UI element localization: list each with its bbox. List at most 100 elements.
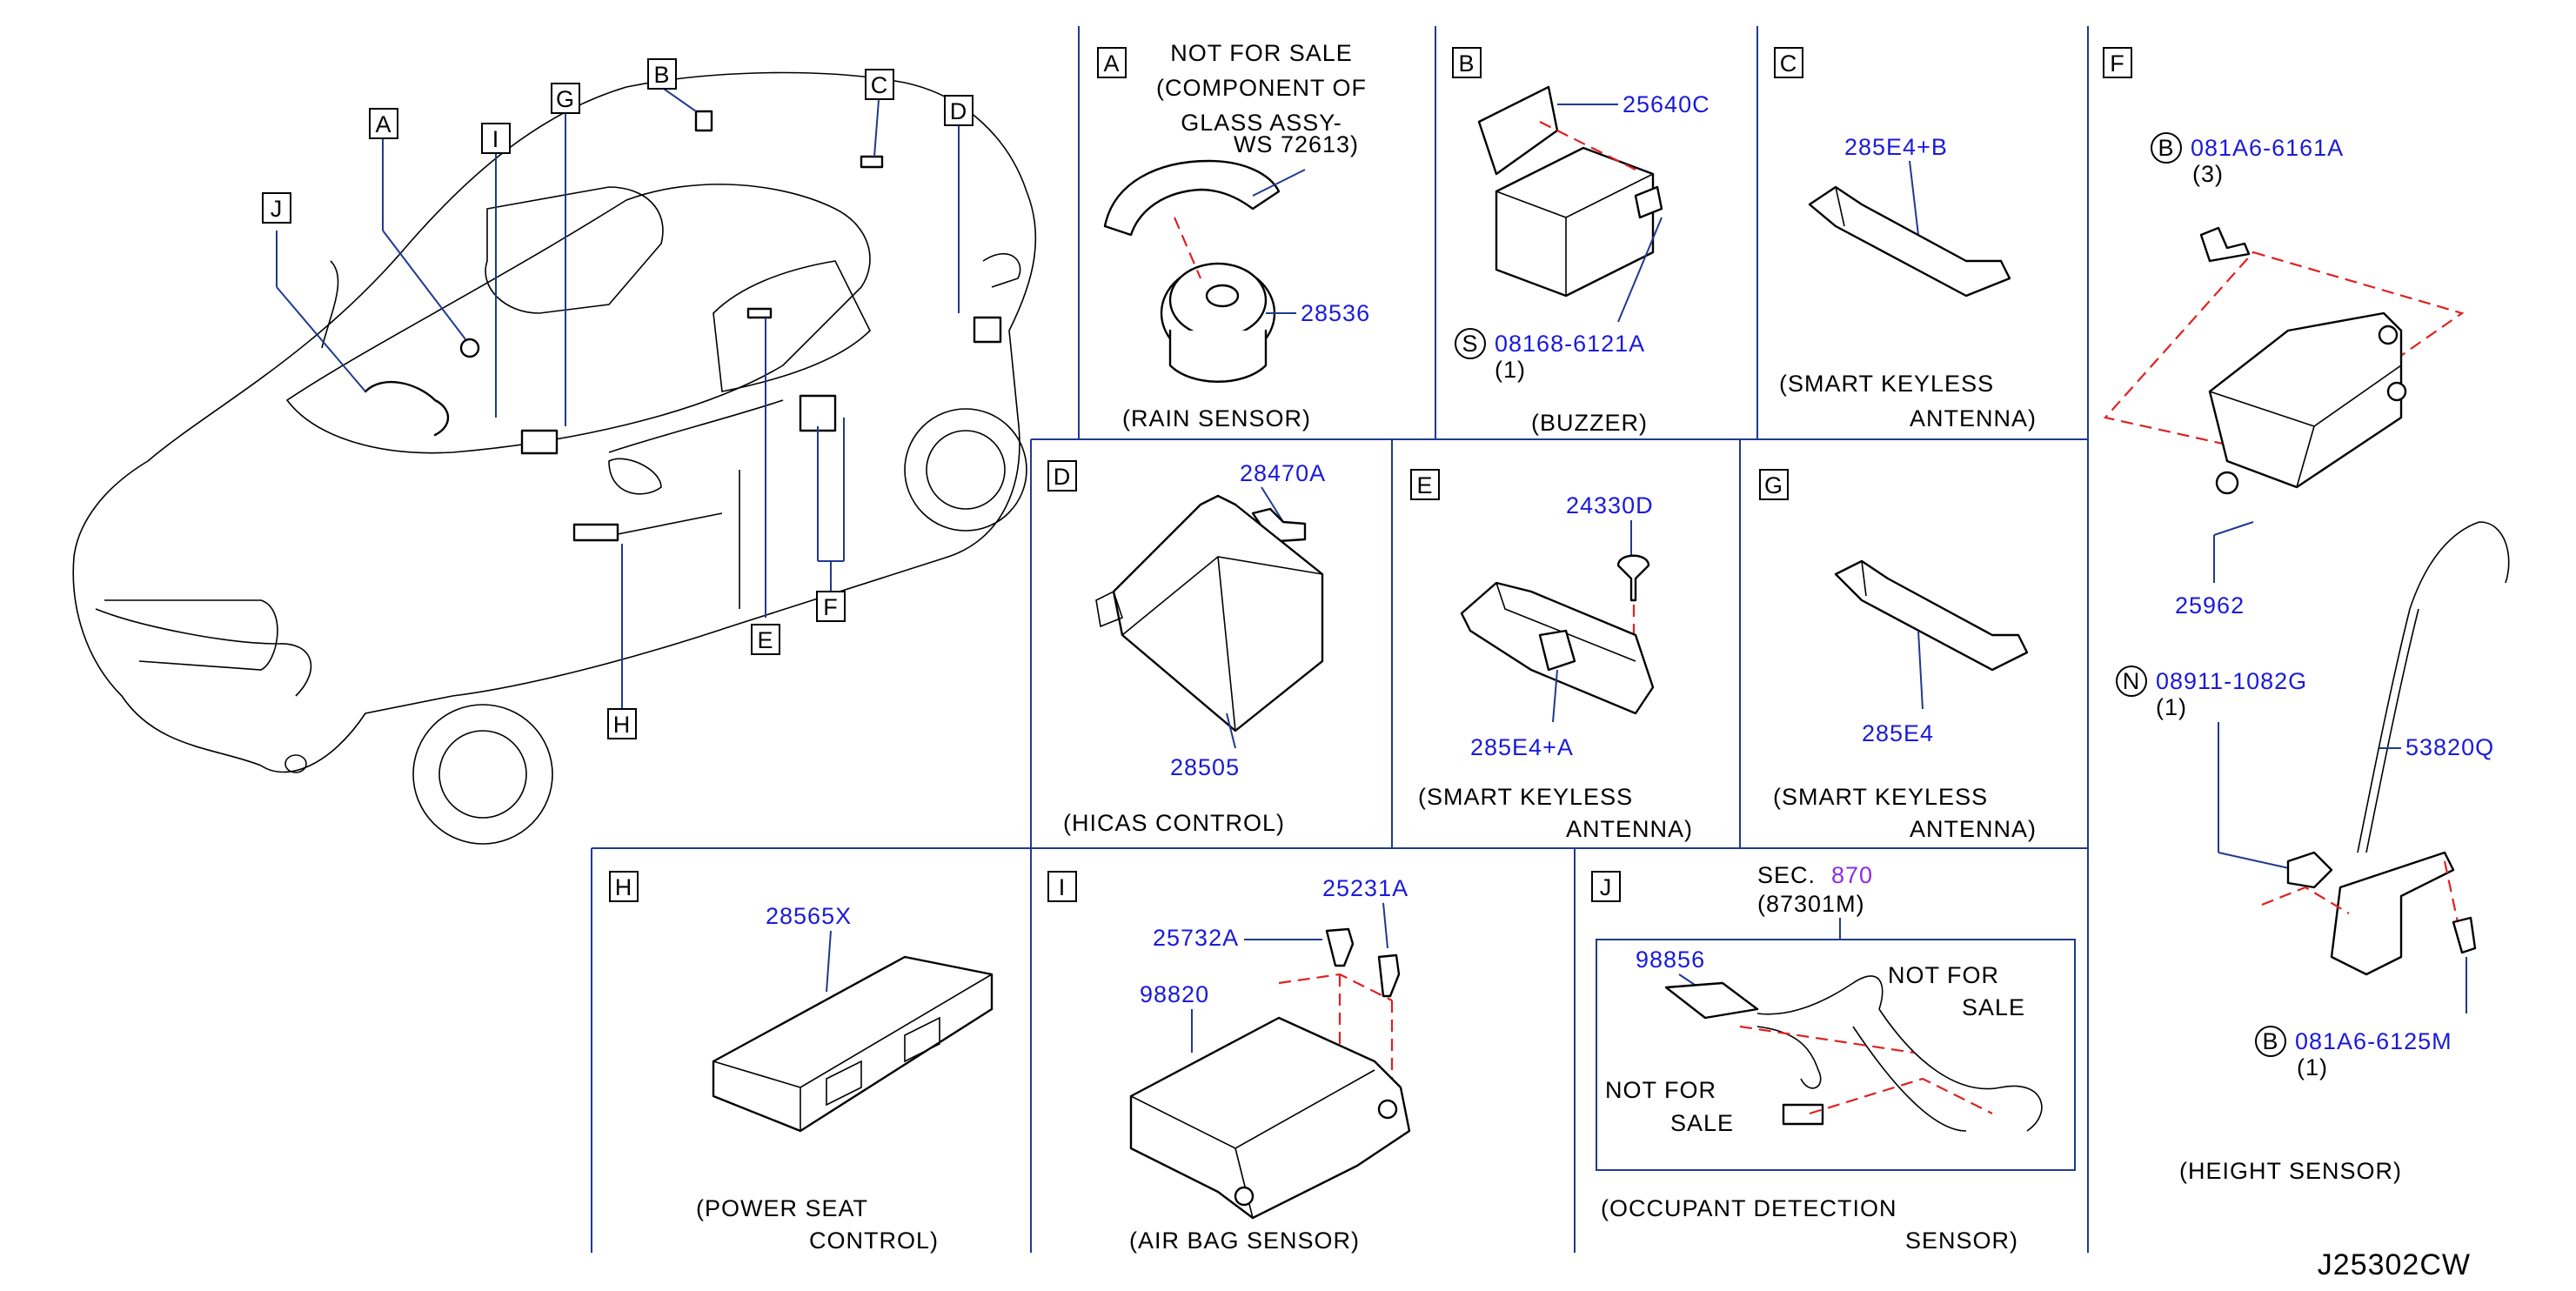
panel-j-title-1: (OCCUPANT DETECTION	[1601, 1195, 1897, 1221]
panel-f-letter: F	[2110, 50, 2125, 77]
part-number-98856: 98856	[1636, 947, 1705, 973]
svg-text:N: N	[2123, 668, 2141, 694]
svg-text:C: C	[871, 72, 889, 98]
vehicle-overview-illustration	[72, 71, 1037, 845]
airbag-bolt-2	[1377, 953, 1401, 998]
height-bolt-bottom	[2452, 916, 2477, 954]
qty-08911-1082g: (1)	[2156, 694, 2187, 720]
panel-j-title-2: SENSOR)	[1905, 1227, 2018, 1254]
panel-e-letter-box	[1410, 469, 1440, 500]
panel-b-letter-box	[1452, 47, 1482, 78]
part-number-08168-6121a: 08168-6121A	[1495, 331, 1645, 357]
panel-a-rain-sensor: A NOT FOR SALE (COMPONENT OF GLASS ASSY-…	[1097, 40, 1370, 431]
callout-H: H	[607, 708, 637, 739]
callout-J: J	[262, 192, 291, 224]
svg-text:H: H	[613, 712, 632, 738]
panel-e-title-1: (SMART KEYLESS	[1418, 784, 1633, 810]
panel-f-title: (HEIGHT SENSOR)	[2179, 1158, 2402, 1184]
panel-i-letter: I	[1059, 874, 1067, 900]
part-number-28565x: 28565X	[766, 903, 852, 929]
panel-b-letter: B	[1458, 50, 1475, 77]
svg-text:G: G	[556, 86, 575, 112]
part-number-081a6-6161a: 081A6-6161A	[2191, 135, 2344, 161]
part-number-53820q: 53820Q	[2405, 734, 2494, 760]
section-sub-87301m: (87301M)	[1757, 891, 1865, 917]
height-sensor-link	[2330, 851, 2455, 976]
panel-d-letter-box	[1047, 460, 1077, 492]
qty-081a6-6161a: (3)	[2192, 161, 2224, 187]
panel-h-title-1: (POWER SEAT	[696, 1195, 868, 1221]
callout-E: E	[751, 624, 780, 655]
not-for-sale-1: NOT FOR	[1888, 962, 1999, 988]
part-number-285e4a: 285E4+A	[1470, 734, 1574, 760]
panel-b-buzzer: B 25640C S 08168-6121A (1) (BUZZER)	[1452, 47, 1710, 436]
buzzer-body	[1495, 146, 1655, 298]
occupant-sensor-frame	[1596, 939, 2076, 1171]
svg-text:B: B	[2158, 135, 2174, 161]
callout-C: C	[865, 69, 894, 100]
part-number-24330d: 24330D	[1566, 492, 1654, 518]
svg-text:A: A	[375, 111, 391, 137]
panel-a-note-line-4: WS 72613)	[1234, 131, 1359, 157]
panel-g-letter-box	[1759, 469, 1789, 500]
panel-j-occupant-detection-sensor: J SEC. 870 (87301M) 98856 NOT FOR SALE N…	[1591, 862, 2076, 1254]
symbol-b-top	[2151, 132, 2182, 164]
panel-e-title-2: ANTENNA)	[1566, 816, 1693, 842]
part-number-25640c: 25640C	[1623, 91, 1710, 117]
symbol-b-bottom	[2255, 1026, 2286, 1057]
svg-text:B: B	[653, 62, 670, 88]
diagram-id: J25302CW	[2318, 1248, 2471, 1281]
part-number-28505: 28505	[1170, 754, 1240, 780]
occupant-sensor-pad	[1664, 981, 1759, 1020]
callout-B: B	[647, 58, 677, 90]
symbol-s	[1455, 328, 1486, 359]
part-number-285e4: 285E4	[1862, 720, 1934, 746]
buzzer-bracket	[1477, 85, 1559, 176]
panel-g-smart-keyless-antenna: G 285E4 (SMART KEYLESS ANTENNA)	[1759, 469, 2037, 842]
panel-g-title-2: ANTENNA)	[1910, 816, 2037, 842]
svg-text:D: D	[950, 98, 968, 124]
panel-a-note-line-1: NOT FOR SALE	[1170, 40, 1353, 66]
panel-a-letter-box	[1097, 47, 1127, 78]
qty-081a6-6125m: (1)	[2297, 1054, 2328, 1080]
panel-h-title-2: CONTROL)	[809, 1227, 939, 1254]
symbol-n	[2116, 666, 2147, 697]
panel-c-letter: C	[1780, 50, 1798, 77]
overview-leader-lines	[276, 86, 960, 709]
svg-text:E: E	[757, 627, 773, 653]
panel-c-smart-keyless-antenna: C 285E4+B (SMART KEYLESS ANTENNA)	[1774, 47, 2037, 431]
not-for-sale-2: NOT FOR	[1605, 1077, 1716, 1103]
panel-h-power-seat-control: H 28565X (POWER SEAT CONTROL)	[609, 871, 994, 1254]
panel-h-letter: H	[615, 874, 633, 900]
airbag-bolt-1	[1325, 927, 1355, 967]
power-seat-control-unit	[712, 955, 994, 1133]
svg-text:B: B	[2262, 1028, 2278, 1054]
section-number-870: 870	[1831, 862, 1873, 888]
panel-e-smart-keyless-antenna: E 24330D 285E4+A (SMART KEYLESS ANTENNA)	[1410, 469, 1693, 842]
part-number-28536: 28536	[1301, 300, 1370, 326]
panel-i-title: (AIR BAG SENSOR)	[1129, 1227, 1360, 1254]
part-number-25962: 25962	[2175, 592, 2245, 619]
panel-a-note-line-2: (COMPONENT OF	[1156, 75, 1367, 101]
panel-dividers	[591, 26, 2089, 1253]
callout-F: F	[816, 591, 846, 622]
height-control-unit	[2208, 311, 2403, 489]
qty-08168-6121a: (1)	[1495, 357, 1526, 383]
height-bolt-top	[2199, 226, 2251, 263]
panel-c-title-2: ANTENNA)	[1910, 405, 2037, 431]
panel-j-letter-box	[1591, 871, 1621, 902]
svg-text:S: S	[1462, 331, 1478, 357]
callout-D: D	[944, 95, 974, 126]
panel-h-letter-box	[609, 871, 639, 902]
antenna-g-body	[1834, 559, 2029, 672]
callout-I: I	[481, 123, 511, 154]
panel-g-letter: G	[1764, 472, 1783, 498]
part-number-98820: 98820	[1140, 981, 1209, 1007]
panel-f-letter-box	[2103, 47, 2132, 78]
panel-a-note-line-3: GLASS ASSY-	[1181, 110, 1342, 136]
overview-part-marks	[364, 110, 1002, 542]
panel-a-title: (RAIN SENSOR)	[1122, 405, 1311, 431]
occupant-sensor-connector	[1782, 1103, 1824, 1126]
callout-A: A	[369, 108, 398, 139]
